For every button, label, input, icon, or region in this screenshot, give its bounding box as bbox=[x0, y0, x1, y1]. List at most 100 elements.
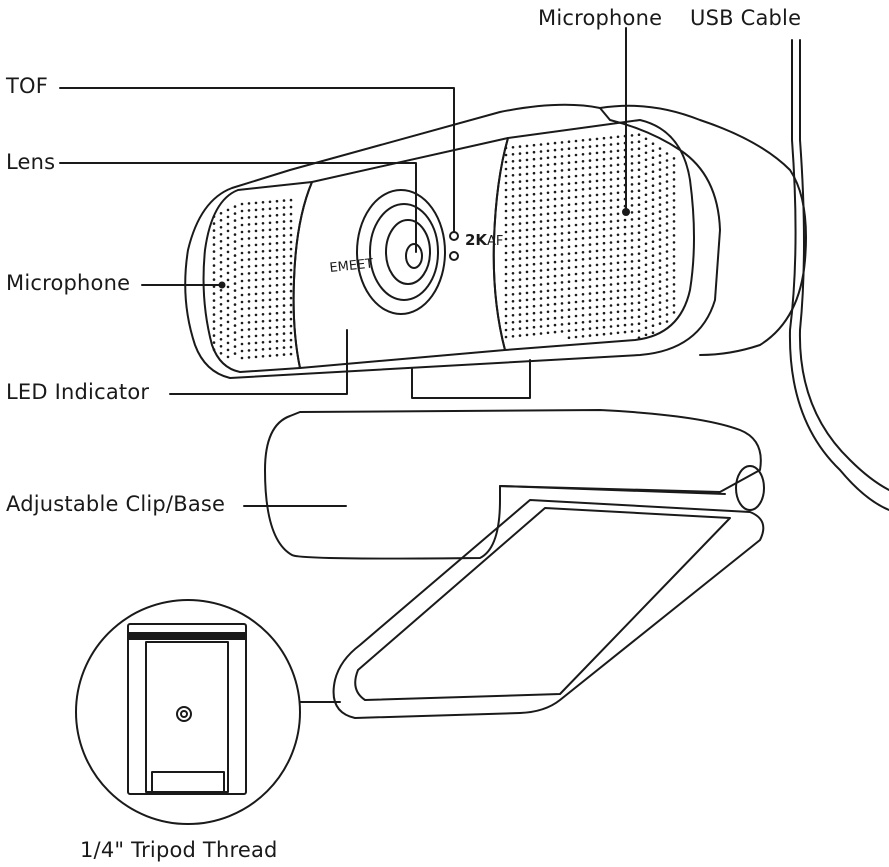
grille-dot bbox=[511, 153, 515, 156]
grille-dot bbox=[282, 283, 286, 286]
grille-dot bbox=[616, 219, 620, 223]
grille-dot bbox=[595, 235, 599, 239]
grille-dot bbox=[658, 196, 662, 199]
grille-dot bbox=[630, 281, 634, 284]
grille-dot bbox=[240, 342, 244, 346]
tof-sensor bbox=[449, 231, 459, 241]
grille-dot bbox=[226, 215, 230, 219]
grille-dot bbox=[226, 236, 230, 240]
grille-dot bbox=[630, 183, 634, 186]
grille-dot bbox=[567, 315, 571, 319]
grille-dot bbox=[630, 211, 634, 214]
grille-dot bbox=[581, 174, 585, 177]
grille-dot bbox=[581, 216, 585, 219]
grille-dot bbox=[658, 175, 662, 178]
grille-dot bbox=[588, 327, 592, 330]
lens-middle-ring bbox=[369, 203, 439, 301]
grille-dot bbox=[247, 223, 251, 226]
grille-dot bbox=[630, 218, 634, 221]
lens-glass bbox=[405, 243, 423, 269]
grille-dot bbox=[275, 290, 279, 294]
grille-dot bbox=[567, 175, 571, 178]
grille-dot bbox=[212, 313, 216, 316]
clip-hinge-edge bbox=[499, 485, 726, 495]
grille-dot bbox=[525, 221, 529, 225]
grille-dot bbox=[511, 293, 515, 296]
grille-dot bbox=[233, 247, 237, 250]
grille-dot bbox=[226, 208, 230, 212]
grille-dot bbox=[609, 269, 613, 272]
grille-dot bbox=[581, 272, 585, 275]
grille-dot bbox=[595, 228, 599, 232]
tripod-thread-hole-outer bbox=[176, 706, 192, 722]
grille-dot bbox=[532, 164, 536, 168]
grille-dot bbox=[254, 257, 258, 261]
grille-dot bbox=[616, 205, 620, 209]
grille-dot bbox=[595, 312, 599, 316]
grille-dot bbox=[504, 272, 508, 276]
grille-dot bbox=[567, 161, 571, 164]
grille-dot bbox=[637, 140, 641, 143]
grille-dot bbox=[539, 206, 543, 209]
grille-dot bbox=[504, 314, 508, 318]
grille-dot bbox=[289, 310, 293, 314]
grille-dot bbox=[546, 219, 550, 223]
grille-dot bbox=[588, 278, 592, 281]
label-microphone-left: Microphone bbox=[6, 271, 131, 295]
grille-dot bbox=[539, 262, 543, 265]
usb-cable bbox=[788, 39, 889, 511]
grille-dot bbox=[588, 285, 592, 288]
grille-dot bbox=[539, 297, 543, 300]
grille-dot bbox=[219, 219, 223, 222]
grille-dot bbox=[665, 159, 669, 162]
grille-dot bbox=[567, 140, 571, 143]
grille-dot bbox=[616, 170, 620, 174]
grille-dot bbox=[525, 298, 529, 302]
grille-dot bbox=[518, 271, 522, 274]
grille-dot bbox=[588, 201, 592, 204]
grille-dot bbox=[560, 211, 564, 214]
grille-dot bbox=[212, 348, 216, 351]
grille-dot bbox=[261, 250, 265, 253]
grille-dot bbox=[226, 229, 230, 233]
grille-dot bbox=[212, 292, 216, 295]
grille-dot bbox=[651, 149, 655, 152]
grille-dot bbox=[574, 230, 578, 234]
grille-dot bbox=[658, 266, 662, 269]
grille-dot bbox=[602, 248, 606, 252]
grille-dot bbox=[567, 168, 571, 171]
grille-dot bbox=[672, 269, 676, 272]
grille-dot bbox=[616, 247, 620, 251]
grille-dot bbox=[644, 193, 648, 197]
grille-dot bbox=[247, 244, 251, 247]
grille-dot bbox=[588, 159, 592, 162]
grille-dot bbox=[511, 237, 515, 240]
grille-dot bbox=[560, 148, 564, 151]
grille-dot bbox=[560, 239, 564, 242]
grille-dot bbox=[504, 160, 508, 164]
grille-dot bbox=[504, 174, 508, 178]
grille-dot bbox=[581, 230, 585, 233]
grille-dot bbox=[581, 237, 585, 240]
grille-dot bbox=[254, 208, 258, 212]
lens-outer-ring bbox=[356, 189, 446, 315]
grille-dot bbox=[247, 314, 251, 317]
grille-dot bbox=[282, 241, 286, 244]
grille-dot bbox=[623, 211, 627, 215]
grille-dot bbox=[532, 297, 536, 301]
grille-dot bbox=[637, 294, 641, 298]
grille-dot bbox=[247, 230, 251, 233]
grille-dot bbox=[261, 334, 265, 337]
grille-dot bbox=[623, 239, 627, 243]
grille-dot bbox=[525, 144, 529, 148]
grille-dot bbox=[623, 288, 627, 292]
grille-dot bbox=[609, 178, 613, 181]
grille-dot bbox=[581, 335, 585, 338]
grille-dot bbox=[588, 187, 592, 190]
grille-dot bbox=[518, 306, 522, 309]
grille-dot bbox=[226, 348, 230, 352]
grille-dot bbox=[212, 306, 216, 309]
grille-dot bbox=[289, 345, 293, 349]
grille-dot bbox=[588, 306, 592, 309]
grille-dot bbox=[518, 187, 522, 190]
